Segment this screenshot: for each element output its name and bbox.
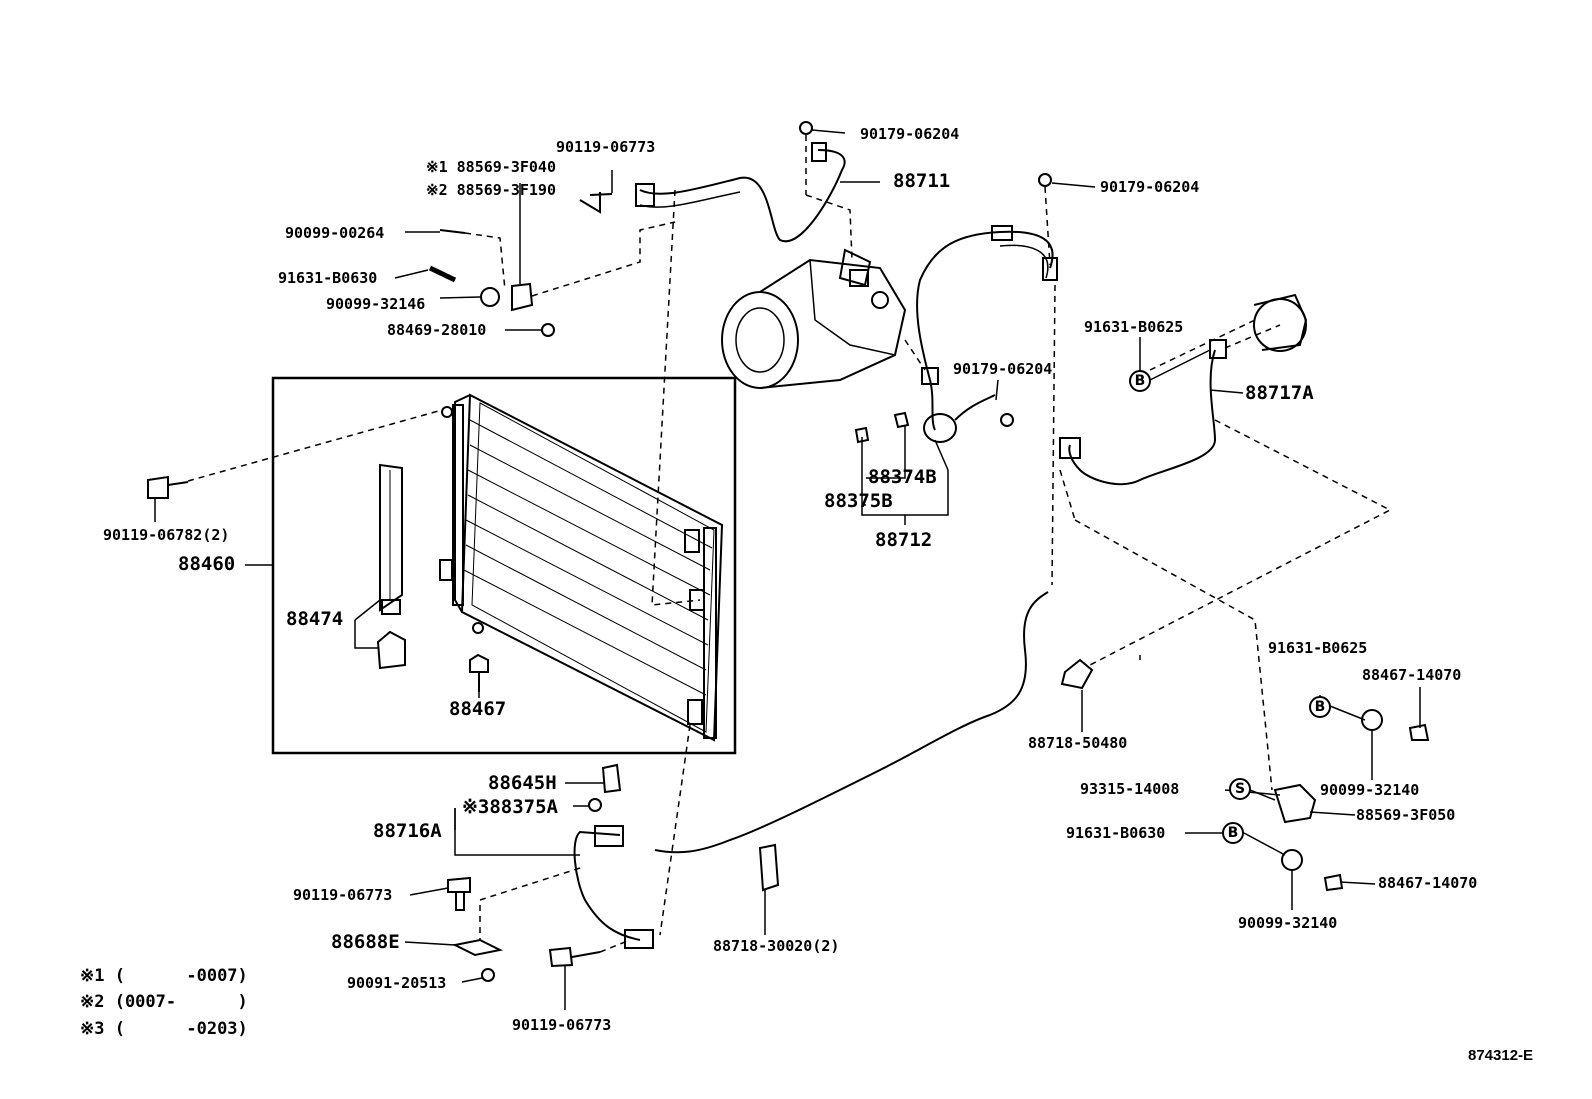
nut-90091-20513: [481, 968, 495, 982]
label-90179-06204-right: 90179-06204: [1100, 178, 1200, 196]
note-2: ※2 (0007- ): [80, 992, 248, 1012]
label-88460: 88460: [178, 553, 236, 575]
label-88688e: 88688E: [331, 931, 400, 953]
label-90099-32146: 90099-32146: [326, 295, 426, 313]
label-88711: 88711: [893, 170, 951, 192]
condenser-group-box: [271, 376, 737, 755]
label-88474: 88474: [286, 608, 344, 630]
bracket-88569-3f040: [511, 282, 534, 312]
label-91631-b0630-right: 91631-B0630: [1066, 824, 1166, 842]
cushion-90099-32146: [480, 287, 500, 307]
label-90119-06773-top: 90119-06773: [556, 138, 656, 156]
bolt-90119-06773-top: [579, 192, 613, 214]
cushion-88467: [469, 653, 489, 692]
compressor: [721, 248, 907, 389]
bolt-90119-06773-bottom: [548, 946, 601, 968]
label-88569-3f040: ※1 88569-3F040: [426, 158, 556, 176]
label-93315-14008: 93315-14008: [1080, 780, 1180, 798]
label-91631-b0630-top: 91631-B0630: [278, 269, 378, 287]
label-88716a: 88716A: [373, 820, 442, 842]
switch-88645h: [601, 763, 622, 794]
label-90179-06204-top: 90179-06204: [860, 125, 960, 143]
label-90099-32140-bottom: 90099-32140: [1238, 914, 1338, 932]
valve-88375a: [588, 798, 602, 812]
marker-b-top: B: [1129, 370, 1151, 392]
label-90099-32140-top: 90099-32140: [1320, 781, 1420, 799]
clamp-88718-30020: [758, 843, 780, 892]
label-88375a: ※388375A: [462, 796, 558, 818]
bolt-90119-06773-mid: [447, 876, 471, 911]
nut-90179-right: [1038, 173, 1052, 187]
label-90119-06782: 90119-06782(2): [103, 526, 230, 544]
label-90179-06204-mid: 90179-06204: [953, 360, 1053, 378]
label-90099-00264: 90099-00264: [285, 224, 385, 242]
bolt-88467-14070-bottom: [1323, 873, 1344, 892]
side-seal: [376, 463, 406, 670]
marker-s: S: [1229, 778, 1251, 800]
label-88375b: 88375B: [824, 490, 893, 512]
marker-b-right: B: [1309, 696, 1331, 718]
label-90119-06773-mid: 90119-06773: [293, 886, 393, 904]
cushion-90099-32140-bottom: [1281, 849, 1303, 871]
suction-hose-88712: [916, 225, 1058, 443]
figure-id: 874312-E: [1468, 1047, 1534, 1064]
label-88645h: 88645H: [488, 772, 557, 794]
condenser-core: [439, 393, 724, 742]
bolt-90099-00264: [439, 229, 466, 234]
label-88467-14070-top: 88467-14070: [1362, 666, 1462, 684]
valve-88375b: [854, 426, 870, 444]
bolt-90119-06782: [147, 475, 189, 499]
receiver-88717a: [1059, 293, 1308, 486]
label-88712: 88712: [875, 529, 933, 551]
bolt-91631-b0630-top: [428, 265, 457, 283]
label-88569-3f190: ※2 88569-3F190: [426, 181, 556, 199]
nut-88469-28010: [541, 323, 555, 337]
label-91631-b0625-right: 91631-B0625: [1268, 639, 1368, 657]
label-88469-28010: 88469-28010: [387, 321, 487, 339]
label-90091-20513: 90091-20513: [347, 974, 447, 992]
note-1: ※1 ( -0007): [80, 966, 248, 986]
label-88374b: 88374B: [868, 466, 937, 488]
liquid-line-88716a: [573, 591, 1049, 949]
bracket-88569-3f050: [1273, 783, 1317, 824]
label-88718-30020: 88718-30020(2): [713, 937, 840, 955]
bracket-88688e: [451, 938, 504, 957]
marker-b-lower: B: [1222, 822, 1244, 844]
label-88717a: 88717A: [1245, 382, 1314, 404]
clamp-88718-50480: [1060, 658, 1094, 690]
bolt-88467-14070-top: [1408, 723, 1430, 741]
label-90119-06773-bottom: 90119-06773: [512, 1016, 612, 1034]
label-88569-3f050: 88569-3F050: [1356, 806, 1456, 824]
label-88467-14070-bottom: 88467-14070: [1378, 874, 1478, 892]
label-91631-b0625-top: 91631-B0625: [1084, 318, 1184, 336]
nut-90179-top: [799, 121, 813, 135]
valve-88374b: [893, 411, 910, 429]
label-88467: 88467: [449, 698, 507, 720]
label-88718-50480: 88718-50480: [1028, 734, 1128, 752]
nut-90179-mid: [1000, 413, 1014, 427]
note-3: ※3 ( -0203): [80, 1019, 248, 1039]
discharge-hose-88711: [635, 142, 846, 243]
